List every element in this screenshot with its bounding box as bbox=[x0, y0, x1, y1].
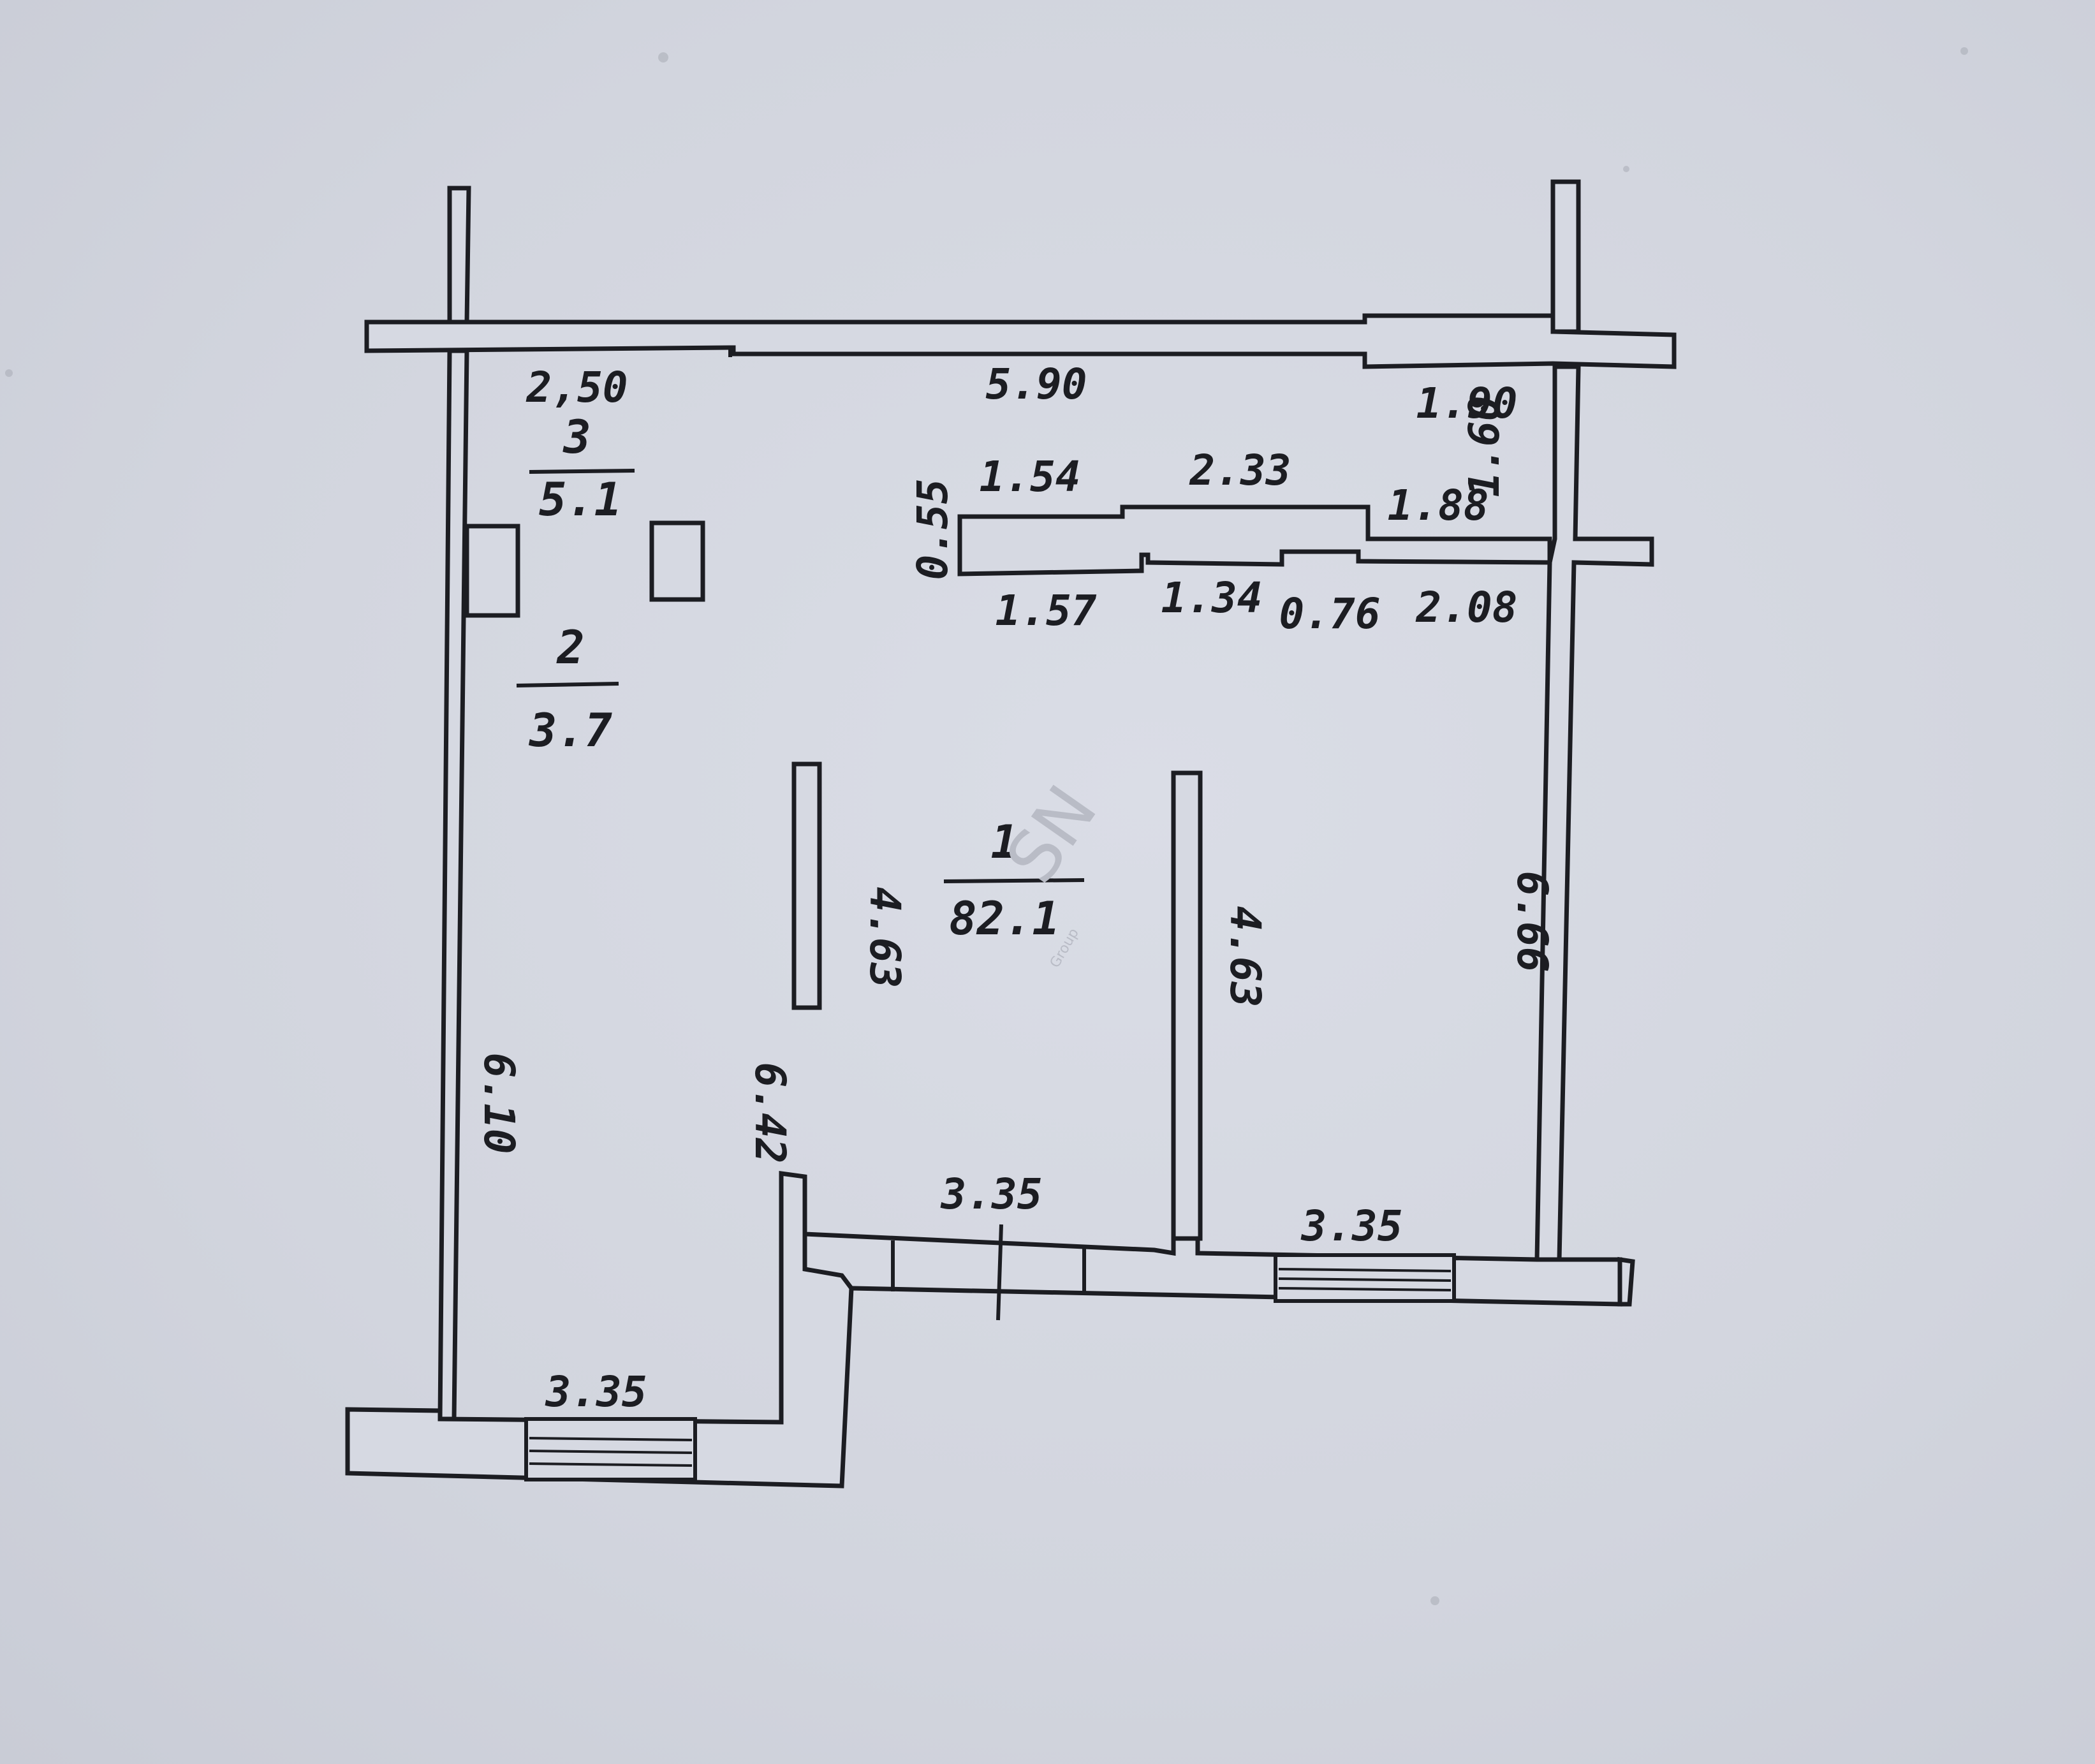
watermark-main: SN bbox=[990, 771, 1113, 897]
column-right bbox=[1171, 770, 1203, 1241]
window-bottom-right bbox=[1274, 1253, 1456, 1303]
walls bbox=[345, 179, 1677, 1488]
dim-partition-left-bottom: 1.57 bbox=[996, 586, 1097, 635]
paper-marks bbox=[5, 47, 1968, 1605]
wall-upper-right-stub bbox=[1550, 179, 1581, 334]
dim-partition-mid-top: 2.33 bbox=[1189, 446, 1291, 495]
room-2-label: 2 3.7 bbox=[516, 621, 619, 757]
column-left bbox=[791, 761, 822, 1010]
dim-top-right: 1.90 bbox=[1416, 379, 1518, 428]
partition-wall bbox=[957, 504, 1552, 577]
room-2-area: 3.7 bbox=[528, 703, 613, 757]
room-1-number: 1 bbox=[990, 815, 1018, 869]
dim-right-upper: 1.60 bbox=[1460, 396, 1509, 497]
dim-col-right: 4.63 bbox=[1221, 906, 1270, 1008]
dim-partition-right-top: 1.88 bbox=[1388, 481, 1489, 530]
wall-top bbox=[364, 313, 1677, 369]
wall-bottom-right-end bbox=[1617, 1256, 1635, 1307]
dim-left-wall: 6.10 bbox=[474, 1053, 524, 1154]
fixture-right bbox=[649, 520, 705, 602]
window-bottom-left bbox=[524, 1417, 697, 1481]
dim-right-wall: 6.66 bbox=[1508, 871, 1557, 973]
dim-col-left: 4.63 bbox=[860, 887, 909, 989]
dim-bottom-mid: 3.35 bbox=[941, 1170, 1043, 1219]
dim-partition-mid-bottom: 1.34 bbox=[1161, 573, 1263, 622]
wall-right bbox=[1534, 364, 1654, 1262]
dim-inner-left: 6.42 bbox=[746, 1062, 795, 1164]
wall-upper-left-stub bbox=[447, 186, 471, 325]
wall-bottom-left-inner bbox=[802, 1234, 853, 1290]
room-1-area: 82.1 bbox=[949, 892, 1059, 945]
dim-bottom-left: 3.35 bbox=[545, 1367, 647, 1416]
door-bottom-mid bbox=[891, 1224, 1086, 1321]
room-3-area: 5.1 bbox=[539, 473, 622, 526]
dim-bottom-right: 3.35 bbox=[1301, 1202, 1403, 1251]
dim-partition-right-bottom: 2.08 bbox=[1416, 583, 1518, 632]
dim-partition-left-top: 1.54 bbox=[980, 452, 1081, 501]
dim-top-mid: 5.90 bbox=[986, 360, 1087, 409]
fixture-left bbox=[464, 524, 520, 618]
dim-partition-depth: 0.55 bbox=[908, 479, 957, 580]
wall-left bbox=[437, 348, 469, 1422]
dim-partition-small: 0.76 bbox=[1279, 589, 1381, 638]
room-3-label: 3 5.1 bbox=[529, 410, 635, 526]
room-1-label: 1 82.1 bbox=[943, 815, 1085, 945]
room-2-number: 2 bbox=[555, 621, 584, 674]
room-3-number: 3 bbox=[562, 410, 591, 464]
dim-top-left: 2,50 bbox=[526, 363, 628, 412]
